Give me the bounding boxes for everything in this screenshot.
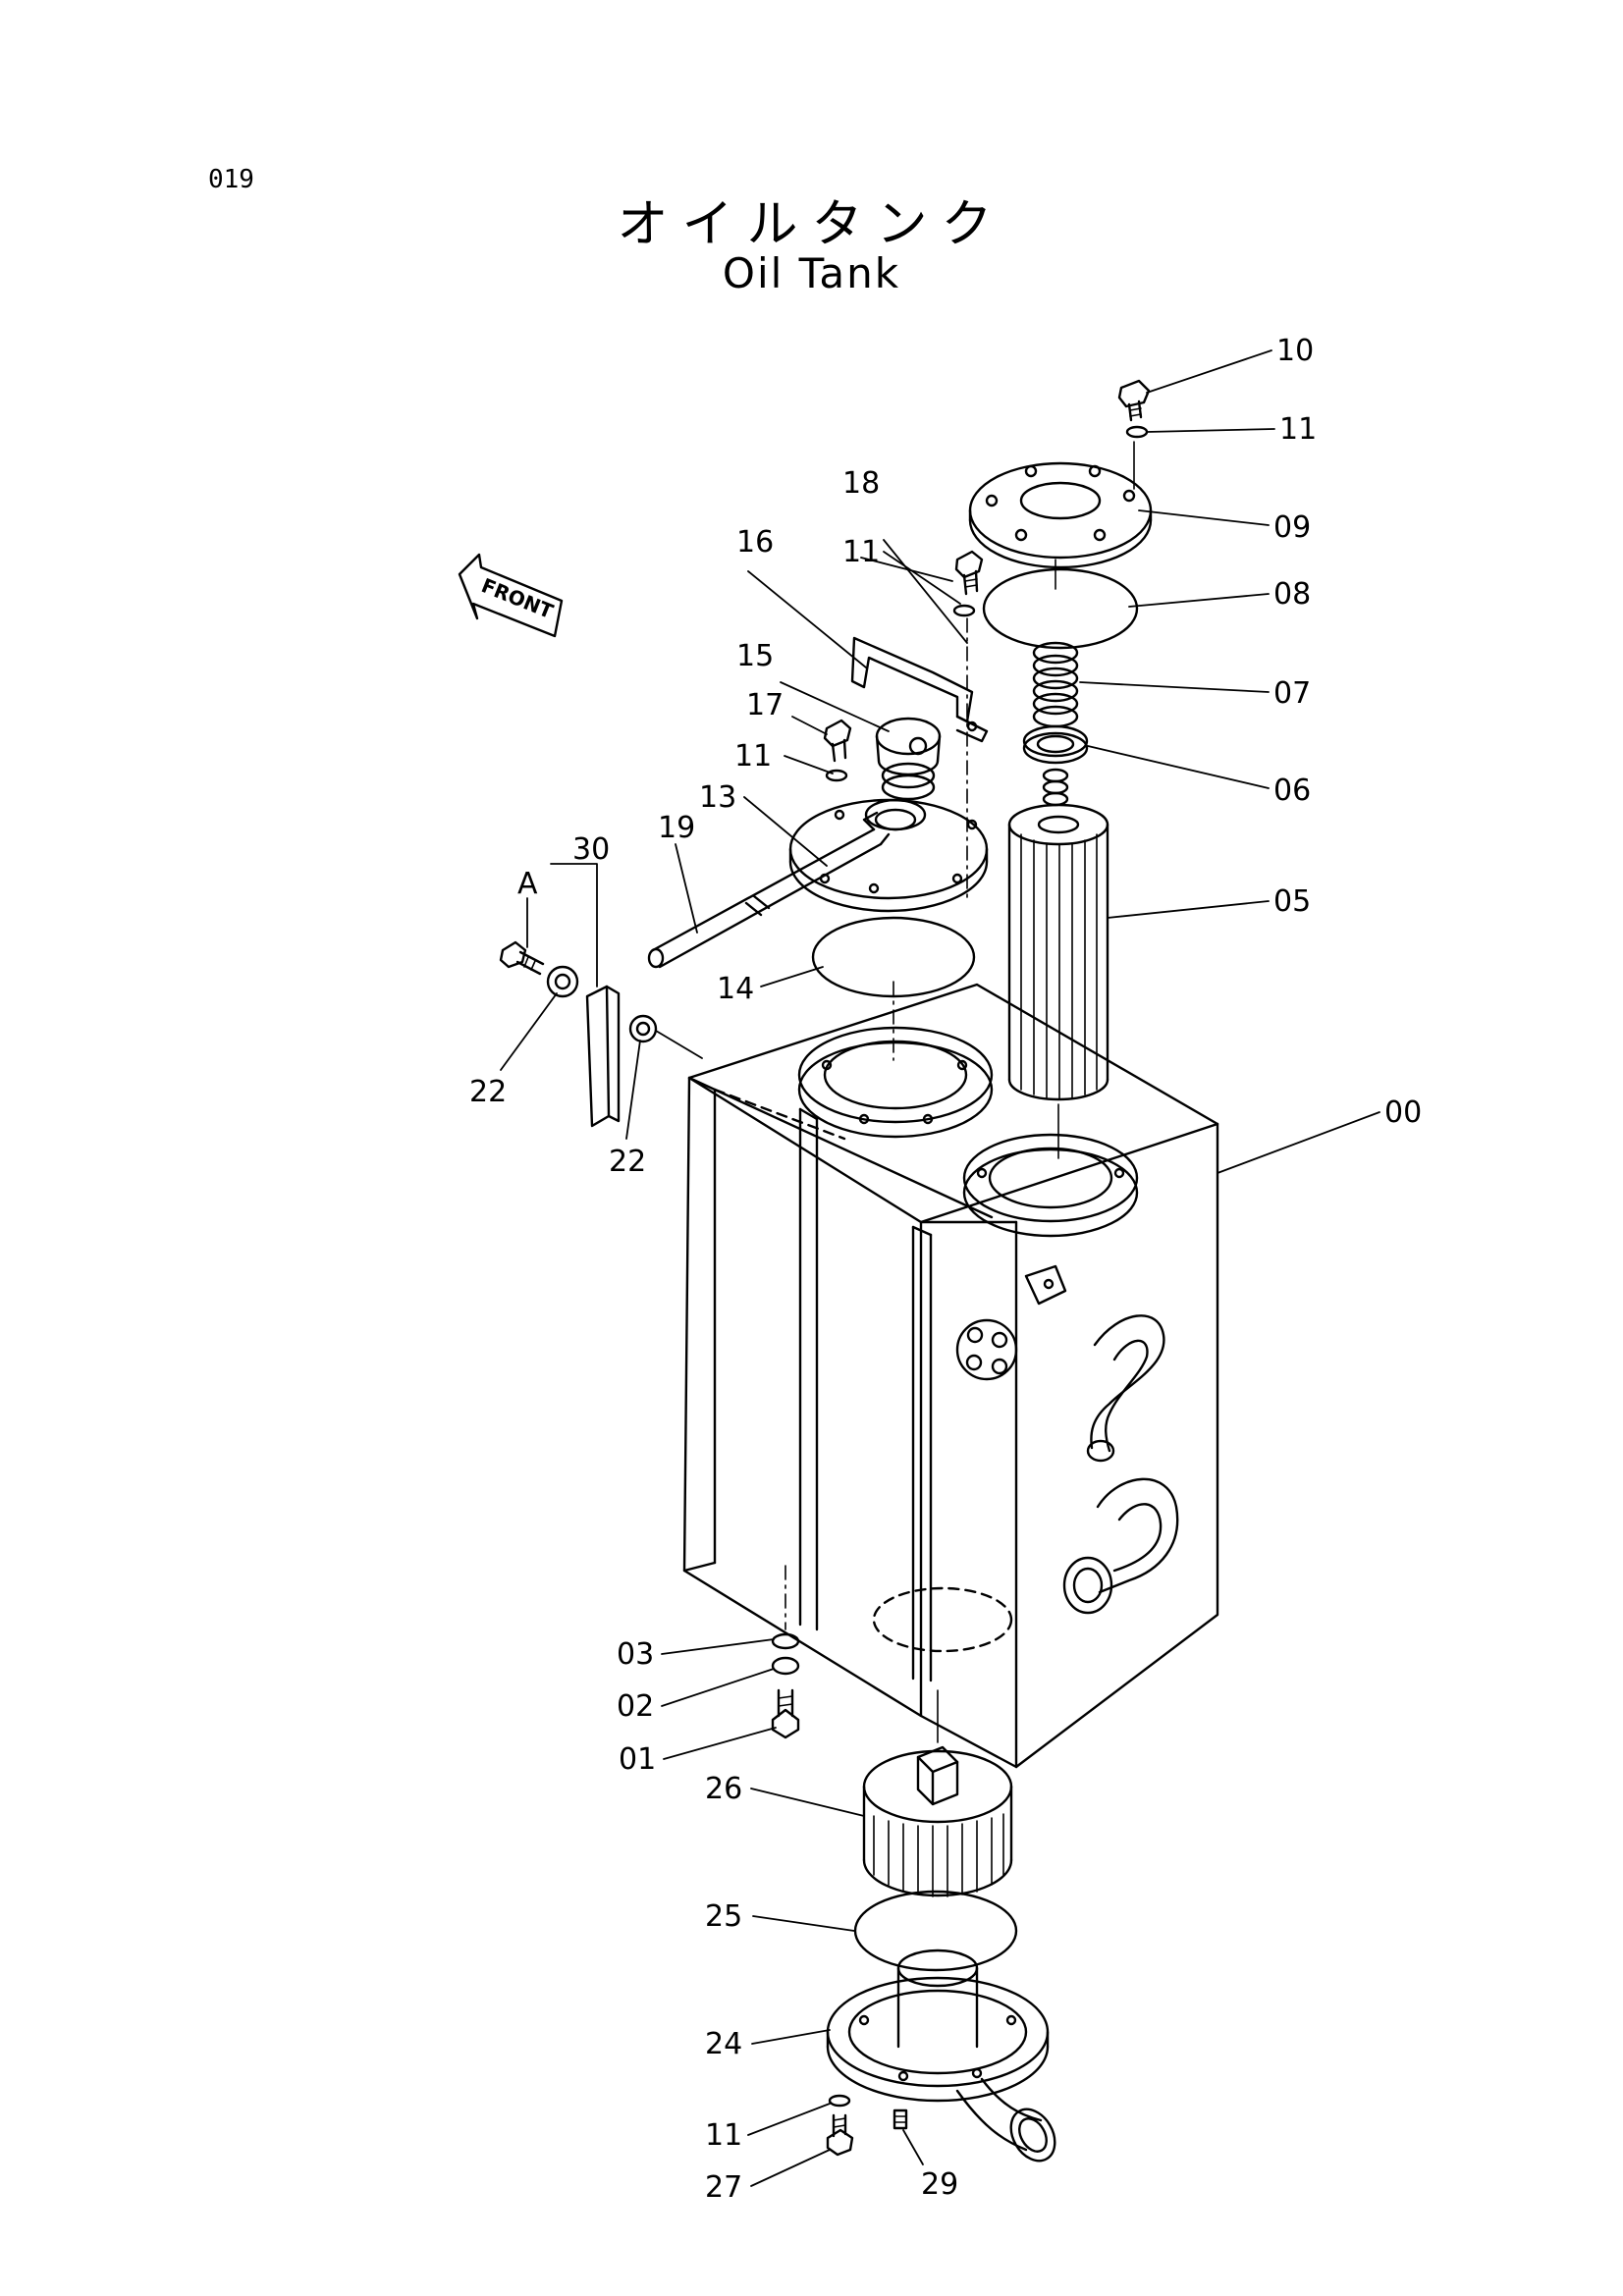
- cover-plate-09: [968, 461, 1153, 569]
- strainer-housing-24: [826, 1949, 1056, 2163]
- page-number: 019: [208, 165, 254, 194]
- callout-22-right: 22: [609, 1145, 646, 1179]
- callout-07: 07: [1273, 676, 1311, 711]
- callout-27: 27: [705, 2170, 742, 2205]
- callout-06: 06: [1273, 774, 1311, 808]
- callout-05: 05: [1273, 884, 1311, 919]
- washer-11-bottom: [828, 2094, 851, 2108]
- bolt-17: [823, 719, 852, 763]
- filter-element-05: [1007, 803, 1109, 1101]
- tank-hose-lower: [1062, 1477, 1179, 1615]
- callout-29: 29: [921, 2167, 958, 2202]
- callout-16: 16: [736, 525, 774, 560]
- callout-17: 17: [746, 688, 784, 722]
- bolt-27: [826, 2113, 854, 2157]
- gasket-25: [853, 1890, 1018, 1972]
- callout-13: 13: [699, 780, 736, 815]
- cover-plate-13: [788, 798, 989, 913]
- washer-11-cap: [825, 769, 848, 782]
- callout-03: 03: [617, 1637, 654, 1672]
- nut-22-left: [546, 965, 579, 998]
- bracket-16: [850, 636, 989, 743]
- callout-11-bracket: 11: [842, 535, 880, 569]
- title-english: Oil Tank: [722, 249, 901, 297]
- callout-22-left: 22: [469, 1075, 507, 1109]
- callout-11-bottom: 11: [705, 2118, 742, 2153]
- pipe-19: [647, 811, 891, 969]
- oil-tank-body: [682, 983, 1219, 1769]
- plug-29: [893, 2109, 908, 2130]
- cap-15: [875, 717, 942, 801]
- callout-25: 25: [705, 1899, 742, 1934]
- washer-11-bracket: [952, 604, 976, 617]
- callout-10: 10: [1276, 334, 1314, 368]
- bolt-18: [954, 550, 984, 596]
- valve-06: [1022, 724, 1089, 807]
- callout-08: 08: [1273, 577, 1311, 612]
- washer-11-top: [1125, 425, 1149, 439]
- gasket-14: [811, 916, 976, 998]
- callout-26: 26: [705, 1772, 742, 1806]
- bolt-10: [1117, 379, 1151, 422]
- callout-00: 00: [1384, 1095, 1422, 1130]
- washer-03: [771, 1632, 800, 1650]
- callout-19: 19: [658, 811, 695, 845]
- tank-top-flange-front: [797, 1026, 994, 1139]
- callout-A: A: [517, 867, 538, 901]
- nut-22-right: [628, 1014, 658, 1043]
- washer-02: [771, 1656, 800, 1676]
- callout-24: 24: [705, 2027, 742, 2061]
- plug-01: [771, 1688, 800, 1739]
- leader-lines: [500, 349, 1380, 2187]
- front-label: FRONT: [478, 573, 557, 623]
- tank-hose-upper: [1086, 1314, 1165, 1463]
- callout-15: 15: [736, 639, 774, 673]
- callout-labels: 10 11 09 08 07 06 05 00 18 16 11 15 17 1…: [469, 334, 1422, 2205]
- front-arrow-icon: FRONT: [458, 553, 564, 638]
- callout-09: 09: [1273, 510, 1311, 545]
- callout-01: 01: [619, 1742, 656, 1777]
- callout-30: 30: [572, 832, 610, 867]
- gasket-08: [982, 567, 1139, 650]
- spring-07: [1032, 641, 1079, 728]
- tank-top-flange-rear: [962, 1133, 1139, 1238]
- callout-14: 14: [717, 972, 754, 1006]
- bolt-A: [499, 940, 545, 976]
- strainer-26: [862, 1745, 1013, 1897]
- bar-30: [585, 985, 621, 1128]
- title-japanese: オイルタンク: [617, 195, 1006, 254]
- callout-11-cap: 11: [734, 739, 772, 774]
- callout-02: 02: [617, 1689, 654, 1724]
- callout-18: 18: [842, 466, 880, 501]
- callout-11-top: 11: [1279, 412, 1317, 447]
